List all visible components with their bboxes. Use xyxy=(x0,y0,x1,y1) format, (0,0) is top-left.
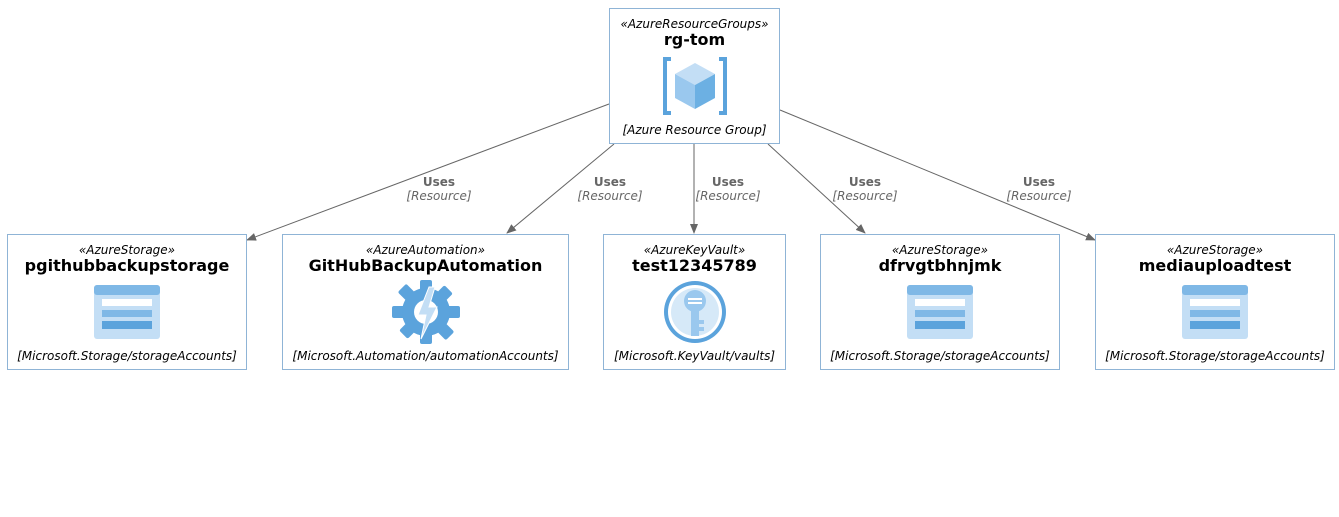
node-title: rg-tom xyxy=(663,30,726,49)
node-mediauploadtest[interactable]: «AzureStorage» mediauploadtest [Microsof… xyxy=(1095,234,1335,370)
automation-icon xyxy=(391,280,460,344)
edge-label-dfrvgtbhnjmk: Uses [Resource] xyxy=(805,175,925,203)
edge-label-text: Uses xyxy=(848,175,882,189)
node-type: [Microsoft.Storage/storageAccounts] xyxy=(830,349,1050,363)
edge-technology-text: [Resource] xyxy=(1006,189,1072,203)
node-type: [Microsoft.KeyVault/vaults] xyxy=(613,349,776,363)
node-stereotype: «AzureAutomation» xyxy=(365,243,486,257)
node-dfrvgtbhnjmk[interactable]: «AzureStorage» dfrvgtbhnjmk [Microsoft.S… xyxy=(820,234,1060,370)
node-type: [Microsoft.Automation/automationAccounts… xyxy=(292,349,559,363)
node-title: pgithubbackupstorage xyxy=(24,256,230,275)
edge-rg-to-githubbackupautomation xyxy=(506,143,615,234)
node-pgithubbackupstorage[interactable]: «AzureStorage» pgithubbackupstorage [Mic… xyxy=(7,234,247,370)
edge-label-githubbackupautomation: Uses [Resource] xyxy=(550,175,670,203)
edge-label-mediauploadtest: Uses [Resource] xyxy=(979,175,1099,203)
resource-group-icon xyxy=(662,57,727,115)
node-resource-group[interactable]: «AzureResourceGroups» rg-tom [Azure Reso… xyxy=(609,8,780,144)
node-stereotype: «AzureStorage» xyxy=(891,243,989,257)
edge-label-test12345789: Uses [Resource] xyxy=(668,175,788,203)
node-stereotype: «AzureKeyVault» xyxy=(643,243,746,257)
node-stereotype: «AzureResourceGroups» xyxy=(620,17,769,31)
node-stereotype: «AzureStorage» xyxy=(78,243,176,257)
edge-technology-text: [Resource] xyxy=(406,189,472,203)
node-type: [Microsoft.Storage/storageAccounts] xyxy=(17,349,237,363)
edge-technology-text: [Resource] xyxy=(695,189,761,203)
storage-icon xyxy=(94,285,160,339)
node-type: [Azure Resource Group] xyxy=(622,123,767,137)
edge-label-text: Uses xyxy=(422,175,456,189)
edge-rg-to-mediauploadtest xyxy=(779,109,1096,241)
node-title: GitHubBackupAutomation xyxy=(308,256,543,275)
edge-technology-text: [Resource] xyxy=(832,189,898,203)
edge-label-text: Uses xyxy=(711,175,745,189)
node-test12345789[interactable]: «AzureKeyVault» test12345789 [Microsoft.… xyxy=(603,234,786,370)
node-stereotype: «AzureStorage» xyxy=(1166,243,1264,257)
edge-label-text: Uses xyxy=(593,175,627,189)
node-githubbackupautomation[interactable]: «AzureAutomation» GitHubBackupAutomation… xyxy=(282,234,569,370)
node-title: mediauploadtest xyxy=(1138,256,1292,275)
node-type: [Microsoft.Storage/storageAccounts] xyxy=(1105,349,1325,363)
storage-icon xyxy=(907,285,973,339)
key-vault-icon xyxy=(663,281,726,343)
edge-rg-to-dfrvgtbhnjmk xyxy=(767,143,866,234)
edge-label-text: Uses xyxy=(1022,175,1056,189)
edge-technology-text: [Resource] xyxy=(577,189,643,203)
node-title: dfrvgtbhnjmk xyxy=(878,256,1002,275)
edge-label-pgithubbackupstorage: Uses [Resource] xyxy=(379,175,499,203)
storage-icon xyxy=(1182,285,1248,339)
node-title: test12345789 xyxy=(632,256,757,275)
edge-rg-to-pgithubbackupstorage xyxy=(246,103,610,241)
